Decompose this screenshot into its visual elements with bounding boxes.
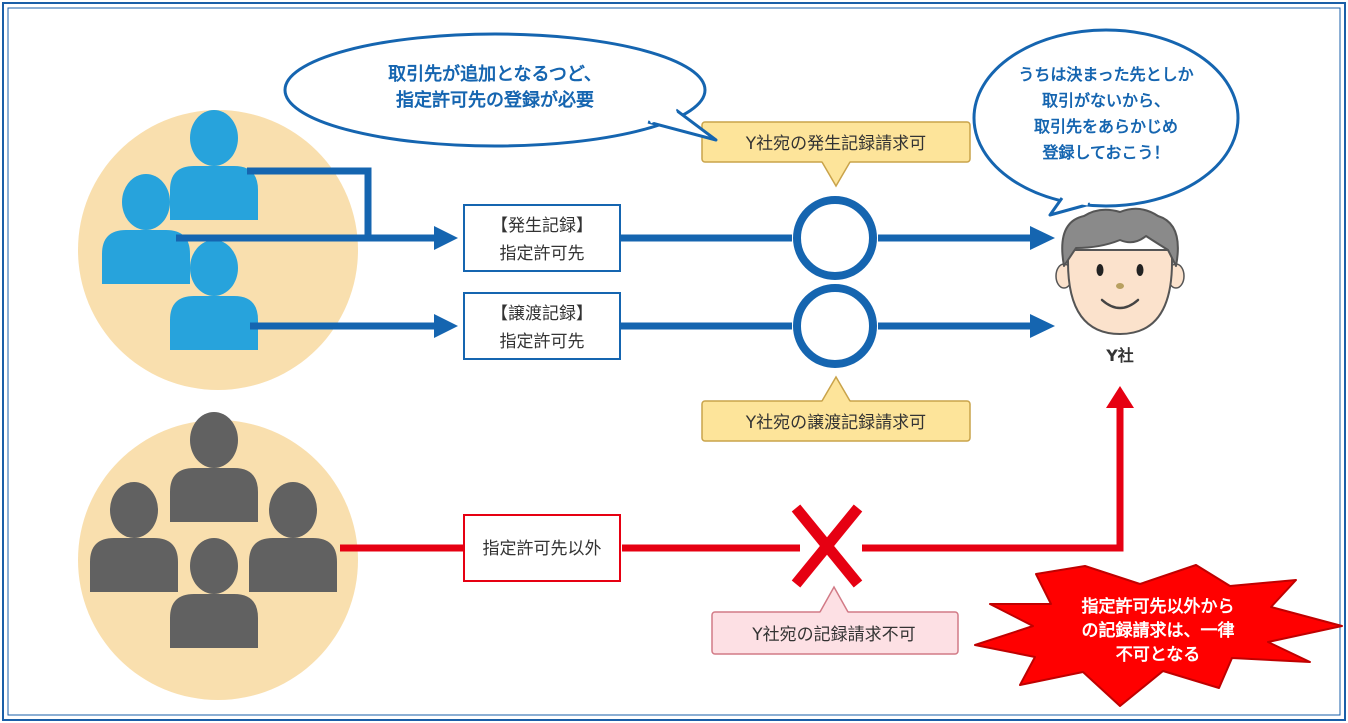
other-box-label: 指定許可先以外 xyxy=(483,539,602,559)
allowed-mark-hassei xyxy=(793,196,877,280)
bubble-right-line2: 取引がないから、 xyxy=(1042,91,1170,110)
hassei-box-line1: 【発生記録】 xyxy=(491,216,593,236)
other-box xyxy=(463,514,621,582)
note-hassei: Y社宛の発生記録請求可 xyxy=(701,121,971,188)
note-joto: Y社宛の譲渡記録請求可 xyxy=(701,375,971,442)
joto-box-line1: 【譲渡記録】 xyxy=(491,304,593,324)
allowed-mark-joto xyxy=(793,284,877,368)
bubble-right-line3: 取引先をあらかじめ xyxy=(1034,117,1178,136)
starburst-line3: 不可となる xyxy=(1116,645,1201,665)
company-face-icon xyxy=(1055,207,1185,336)
note-joto-label: Y社宛の譲渡記録請求可 xyxy=(745,413,926,433)
inner-border xyxy=(7,7,1341,716)
bubble-right-line4: 登録しておこう！ xyxy=(1041,143,1169,162)
note-hassei-label: Y社宛の発生記録請求可 xyxy=(745,134,926,154)
blue-flow-lines xyxy=(176,167,1030,330)
warning-starburst: 指定許可先以外から の記録請求は、一律 不可となる xyxy=(974,564,1343,707)
bubble-left-line1: 取引先が追加となるつど、 xyxy=(388,63,602,85)
joto-permitted-box xyxy=(463,292,621,360)
speech-bubble-right: うちは決まった先としか 取引がないから、 取引先をあらかじめ 登録しておこう！ xyxy=(972,28,1240,217)
joto-box-line2: 指定許可先 xyxy=(500,332,585,352)
deny-cross-icon xyxy=(791,504,863,588)
arrowhead xyxy=(434,226,1055,338)
hassei-box-line2: 指定許可先 xyxy=(500,244,585,264)
arrowhead xyxy=(1106,386,1134,408)
starburst-line2: の記録請求は、一律 xyxy=(1082,620,1235,641)
hassei-permitted-box xyxy=(463,204,621,272)
company-label: Y社 xyxy=(1105,346,1134,365)
bubble-right-line1: うちは決まった先としか xyxy=(1018,65,1193,84)
note-deny: Y社宛の記録請求不可 xyxy=(711,585,959,655)
speech-bubble-left: 取引先が追加となるつど、 指定許可先の登録が必要 xyxy=(283,32,718,148)
starburst-line1: 指定許可先以外から xyxy=(1082,596,1235,617)
bubble-left-line2: 指定許可先の登録が必要 xyxy=(396,89,594,111)
note-deny-label: Y社宛の記録請求不可 xyxy=(751,625,915,645)
red-flow-line xyxy=(340,408,1124,552)
